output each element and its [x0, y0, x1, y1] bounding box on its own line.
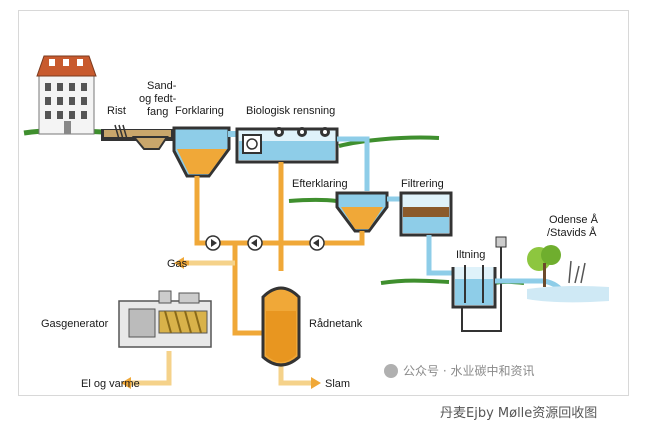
label-raadnetank: Rådnetank [309, 318, 363, 330]
image-caption: 丹麦Ejby Mølle资源回收图 [440, 406, 598, 421]
label-odense-1: Odense Å [549, 213, 599, 226]
label-slam: Slam [325, 378, 350, 390]
label-iltning: Iltning [456, 249, 485, 261]
river-scene [527, 245, 609, 303]
biological-treatment [235, 127, 370, 191]
label-odense-2: /Stavids Å [547, 226, 597, 239]
house-icon [36, 55, 97, 135]
diagram-frame: Rist Sand- og fedt- fang Forklaring Biol… [18, 10, 629, 396]
label-forklaring: Forklaring [175, 105, 224, 117]
label-efterklaring: Efterklaring [292, 178, 348, 190]
label-filtrering: Filtrering [401, 178, 444, 190]
label-gasgenerator: Gasgenerator [41, 318, 109, 330]
label-sand-3: fang [147, 106, 168, 118]
inlet-channel [101, 124, 174, 150]
gas-and-output-pipes [131, 260, 311, 386]
wastewater-treatment-diagram: Rist Sand- og fedt- fang Forklaring Biol… [23, 55, 609, 390]
pump-icons [205, 235, 325, 251]
label-sand-2: og fedt- [139, 93, 177, 105]
primary-clarifier [172, 126, 238, 178]
secondary-clarifier [335, 191, 401, 233]
flow-arrows [121, 257, 321, 389]
gas-generator-icon [118, 290, 212, 348]
watermark: 公众号 · 水业碳中和资讯 [384, 363, 534, 378]
filtration-tank [399, 191, 466, 281]
label-el-og-varme: El og varme [81, 378, 140, 390]
digester-tank-icon [261, 286, 301, 367]
label-sand-1: Sand- [147, 80, 177, 92]
label-rist: Rist [107, 105, 126, 117]
watermark-text: 公众号 · 水业碳中和资讯 [403, 363, 534, 378]
label-gas: Gas [167, 258, 188, 270]
label-biologisk: Biologisk rensning [246, 105, 335, 117]
